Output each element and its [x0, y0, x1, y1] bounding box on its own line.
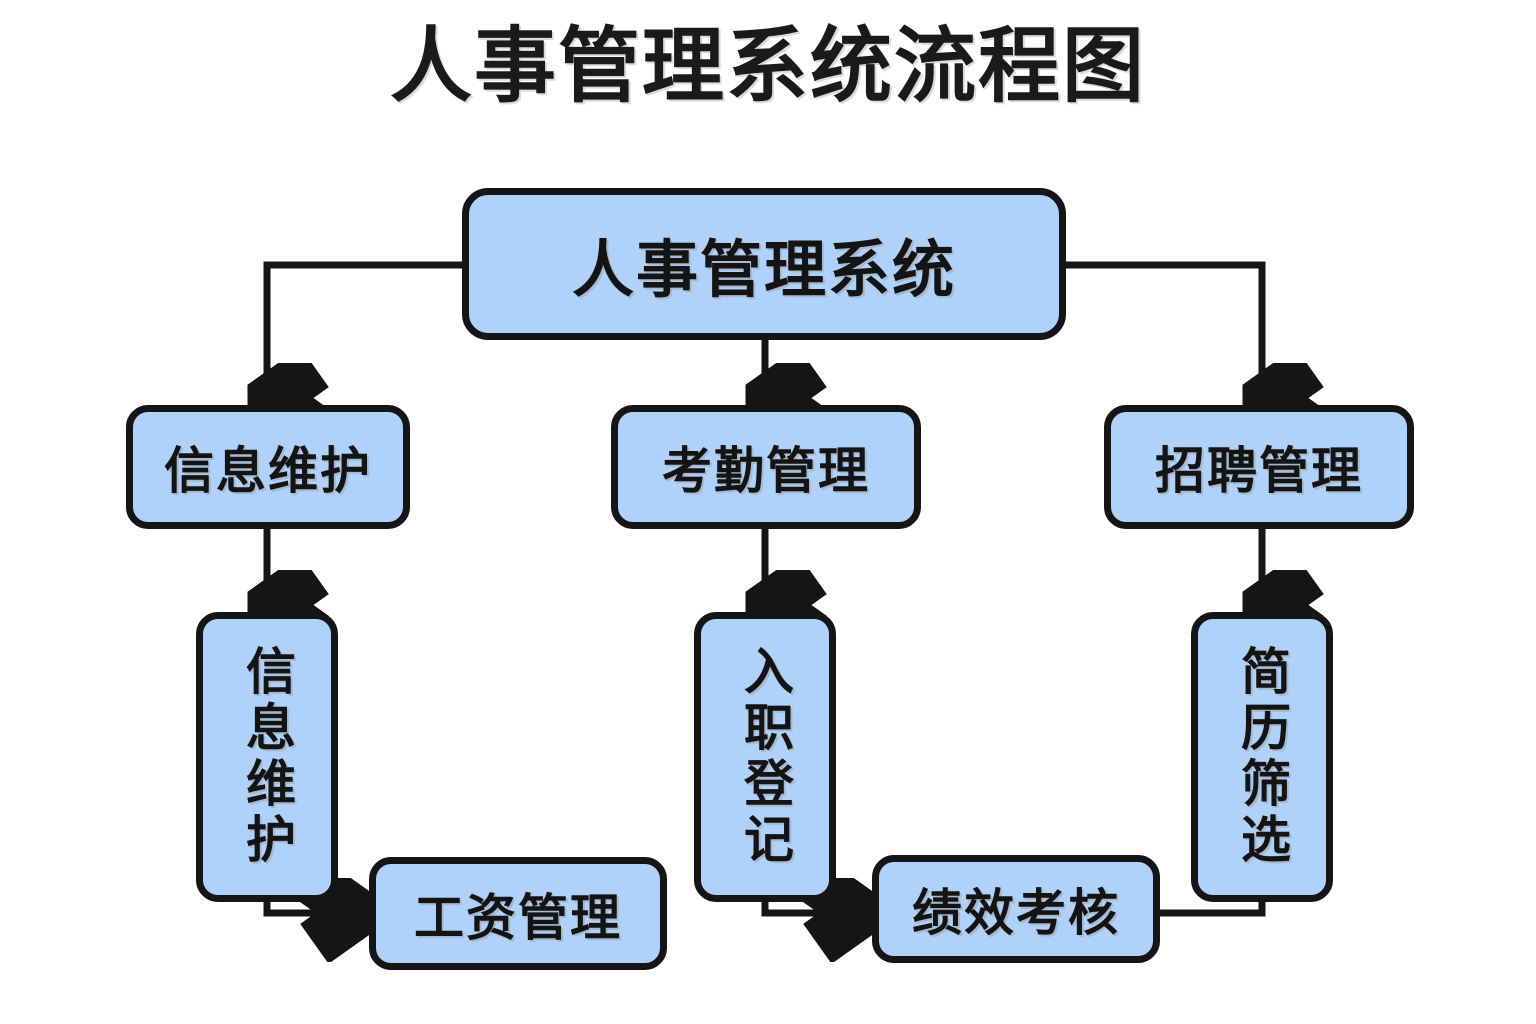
page-title: 人事管理系统流程图 — [389, 21, 1146, 112]
edge-root-to-info — [267, 261, 462, 398]
node-recruitment-management[interactable]: 招聘管理 — [1104, 405, 1414, 529]
edge-resume-to-perf — [1160, 902, 1266, 917]
node-onboarding-registration[interactable]: 入职登记 — [694, 612, 836, 902]
node-info-maintenance[interactable]: 信息维护 — [126, 405, 410, 529]
node-salary-management[interactable]: 工资管理 — [369, 857, 667, 970]
edge-onboard-to-perf — [761, 902, 865, 913]
node-resume-screening[interactable]: 简历筛选 — [1191, 612, 1333, 902]
node-attendance-management[interactable]: 考勤管理 — [611, 405, 921, 529]
node-hr-management-system[interactable]: 人事管理系统 — [462, 188, 1066, 340]
node-performance-appraisal[interactable]: 绩效考核 — [872, 855, 1160, 963]
edge-info-sub-to-salary — [263, 902, 362, 913]
edge-root-to-recruit — [1066, 261, 1262, 398]
node-info-maintenance-detail[interactable]: 信息维护 — [196, 612, 338, 902]
